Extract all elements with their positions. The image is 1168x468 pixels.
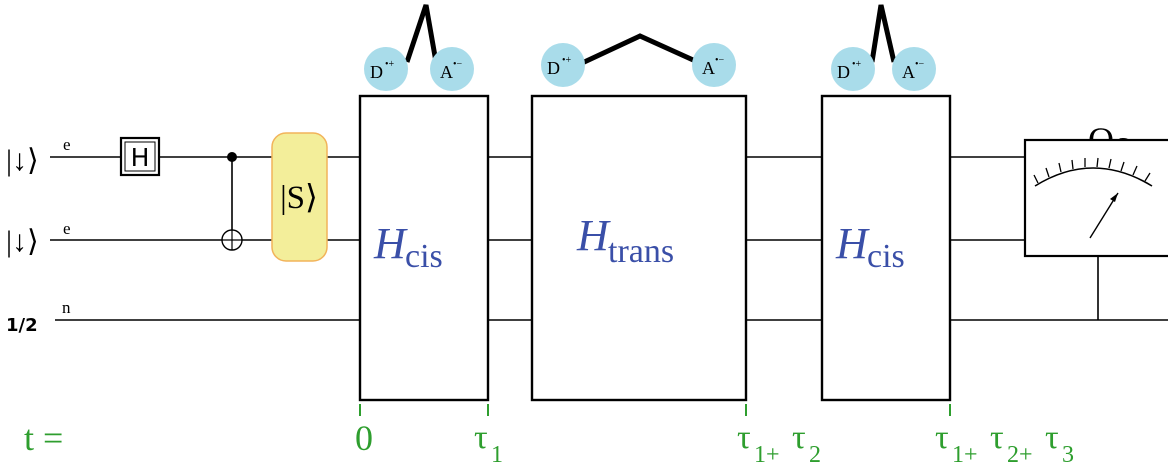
time-tau123-sub2: 2+	[1007, 442, 1033, 468]
time-tau12-sub: 1+	[754, 442, 780, 468]
time-tau123-sub: 1+	[952, 442, 978, 468]
h-trans-sub: trans	[608, 233, 674, 270]
hadamard-label: H	[131, 143, 150, 172]
time-axis: t = 0 τ 1 τ 1+ τ 2 τ 1+ τ 2+ τ 3	[24, 404, 1074, 468]
input-state-3: 1/2	[6, 315, 38, 336]
time-tau12-base: τ	[737, 419, 751, 456]
molecule-cis-2: D •+ A •−	[831, 4, 936, 91]
molecule-cis-1: D •+ A •−	[364, 4, 474, 91]
time-tau123-base2: τ	[990, 419, 1004, 456]
donor-label: D	[547, 58, 560, 78]
time-tau123-base: τ	[935, 419, 949, 456]
cnot-gate	[221, 152, 243, 251]
input-state-2: |↓⟩	[6, 225, 39, 258]
acceptor-bubble	[430, 47, 474, 91]
h-cis-1-script: H	[373, 219, 408, 268]
h-cis-1-sub: cis	[405, 238, 443, 275]
donor-charge: •+	[562, 55, 572, 66]
measurement-meter: Q S	[1023, 120, 1168, 320]
cnot-control-dot	[227, 152, 237, 162]
hamiltonian-cis-block-2: H cis	[820, 94, 952, 402]
acceptor-charge: •−	[915, 59, 925, 70]
donor-bubble	[364, 47, 408, 91]
qubit-wires	[50, 156, 1168, 321]
donor-bubble	[541, 43, 585, 87]
donor-charge: •+	[852, 59, 862, 70]
donor-charge: •+	[385, 59, 395, 70]
hamiltonian-trans-block: H trans	[530, 94, 748, 402]
donor-label: D	[837, 62, 850, 82]
time-prefix: t =	[24, 418, 63, 458]
time-tau1-sub: 1	[491, 442, 503, 468]
input-state-1: |↓⟩	[6, 144, 39, 177]
time-tau12-sub2: 2	[809, 442, 821, 468]
singlet-label: |S⟩	[280, 180, 318, 216]
h-trans-script: H	[576, 211, 611, 260]
input-label-1: e	[63, 135, 71, 154]
acceptor-label: A	[440, 62, 453, 82]
input-label-2: e	[63, 219, 71, 238]
hamiltonian-cis-block-1: H cis	[358, 94, 490, 402]
acceptor-label: A	[702, 58, 715, 78]
hadamard-gate: H	[119, 136, 161, 177]
acceptor-charge: •−	[715, 55, 725, 66]
acceptor-bubble	[692, 43, 736, 87]
donor-bubble	[831, 47, 875, 91]
h-cis-2-script: H	[835, 219, 870, 268]
time-tau1-base: τ	[474, 419, 488, 456]
molecule-trans: D •+ A •−	[541, 33, 736, 87]
input-label-3: n	[62, 298, 71, 317]
acceptor-bubble	[892, 47, 936, 91]
time-tau123-base3: τ	[1045, 419, 1059, 456]
h-cis-2-sub: cis	[867, 238, 905, 275]
singlet-state-box: |S⟩	[271, 132, 328, 262]
time-tau123-sub3: 3	[1062, 442, 1074, 468]
meter-scale-icon	[1034, 167, 1153, 187]
time-zero: 0	[355, 418, 373, 458]
acceptor-charge: •−	[453, 59, 463, 70]
time-tau12-base2: τ	[792, 419, 806, 456]
donor-label: D	[370, 62, 383, 82]
acceptor-label: A	[902, 62, 915, 82]
